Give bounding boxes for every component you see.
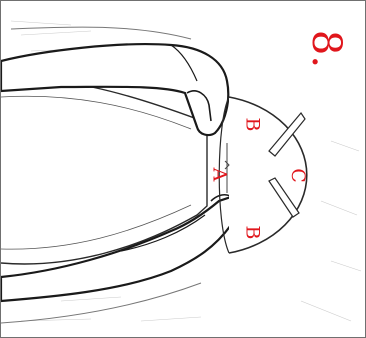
label-a: A: [209, 168, 228, 182]
label-b-top: B: [242, 118, 261, 132]
bottom-hand: [1, 195, 239, 323]
label-c: C: [288, 168, 307, 183]
top-hand: [1, 27, 228, 135]
label-b-bottom: B: [242, 226, 261, 240]
step-number: 8.: [306, 30, 346, 68]
